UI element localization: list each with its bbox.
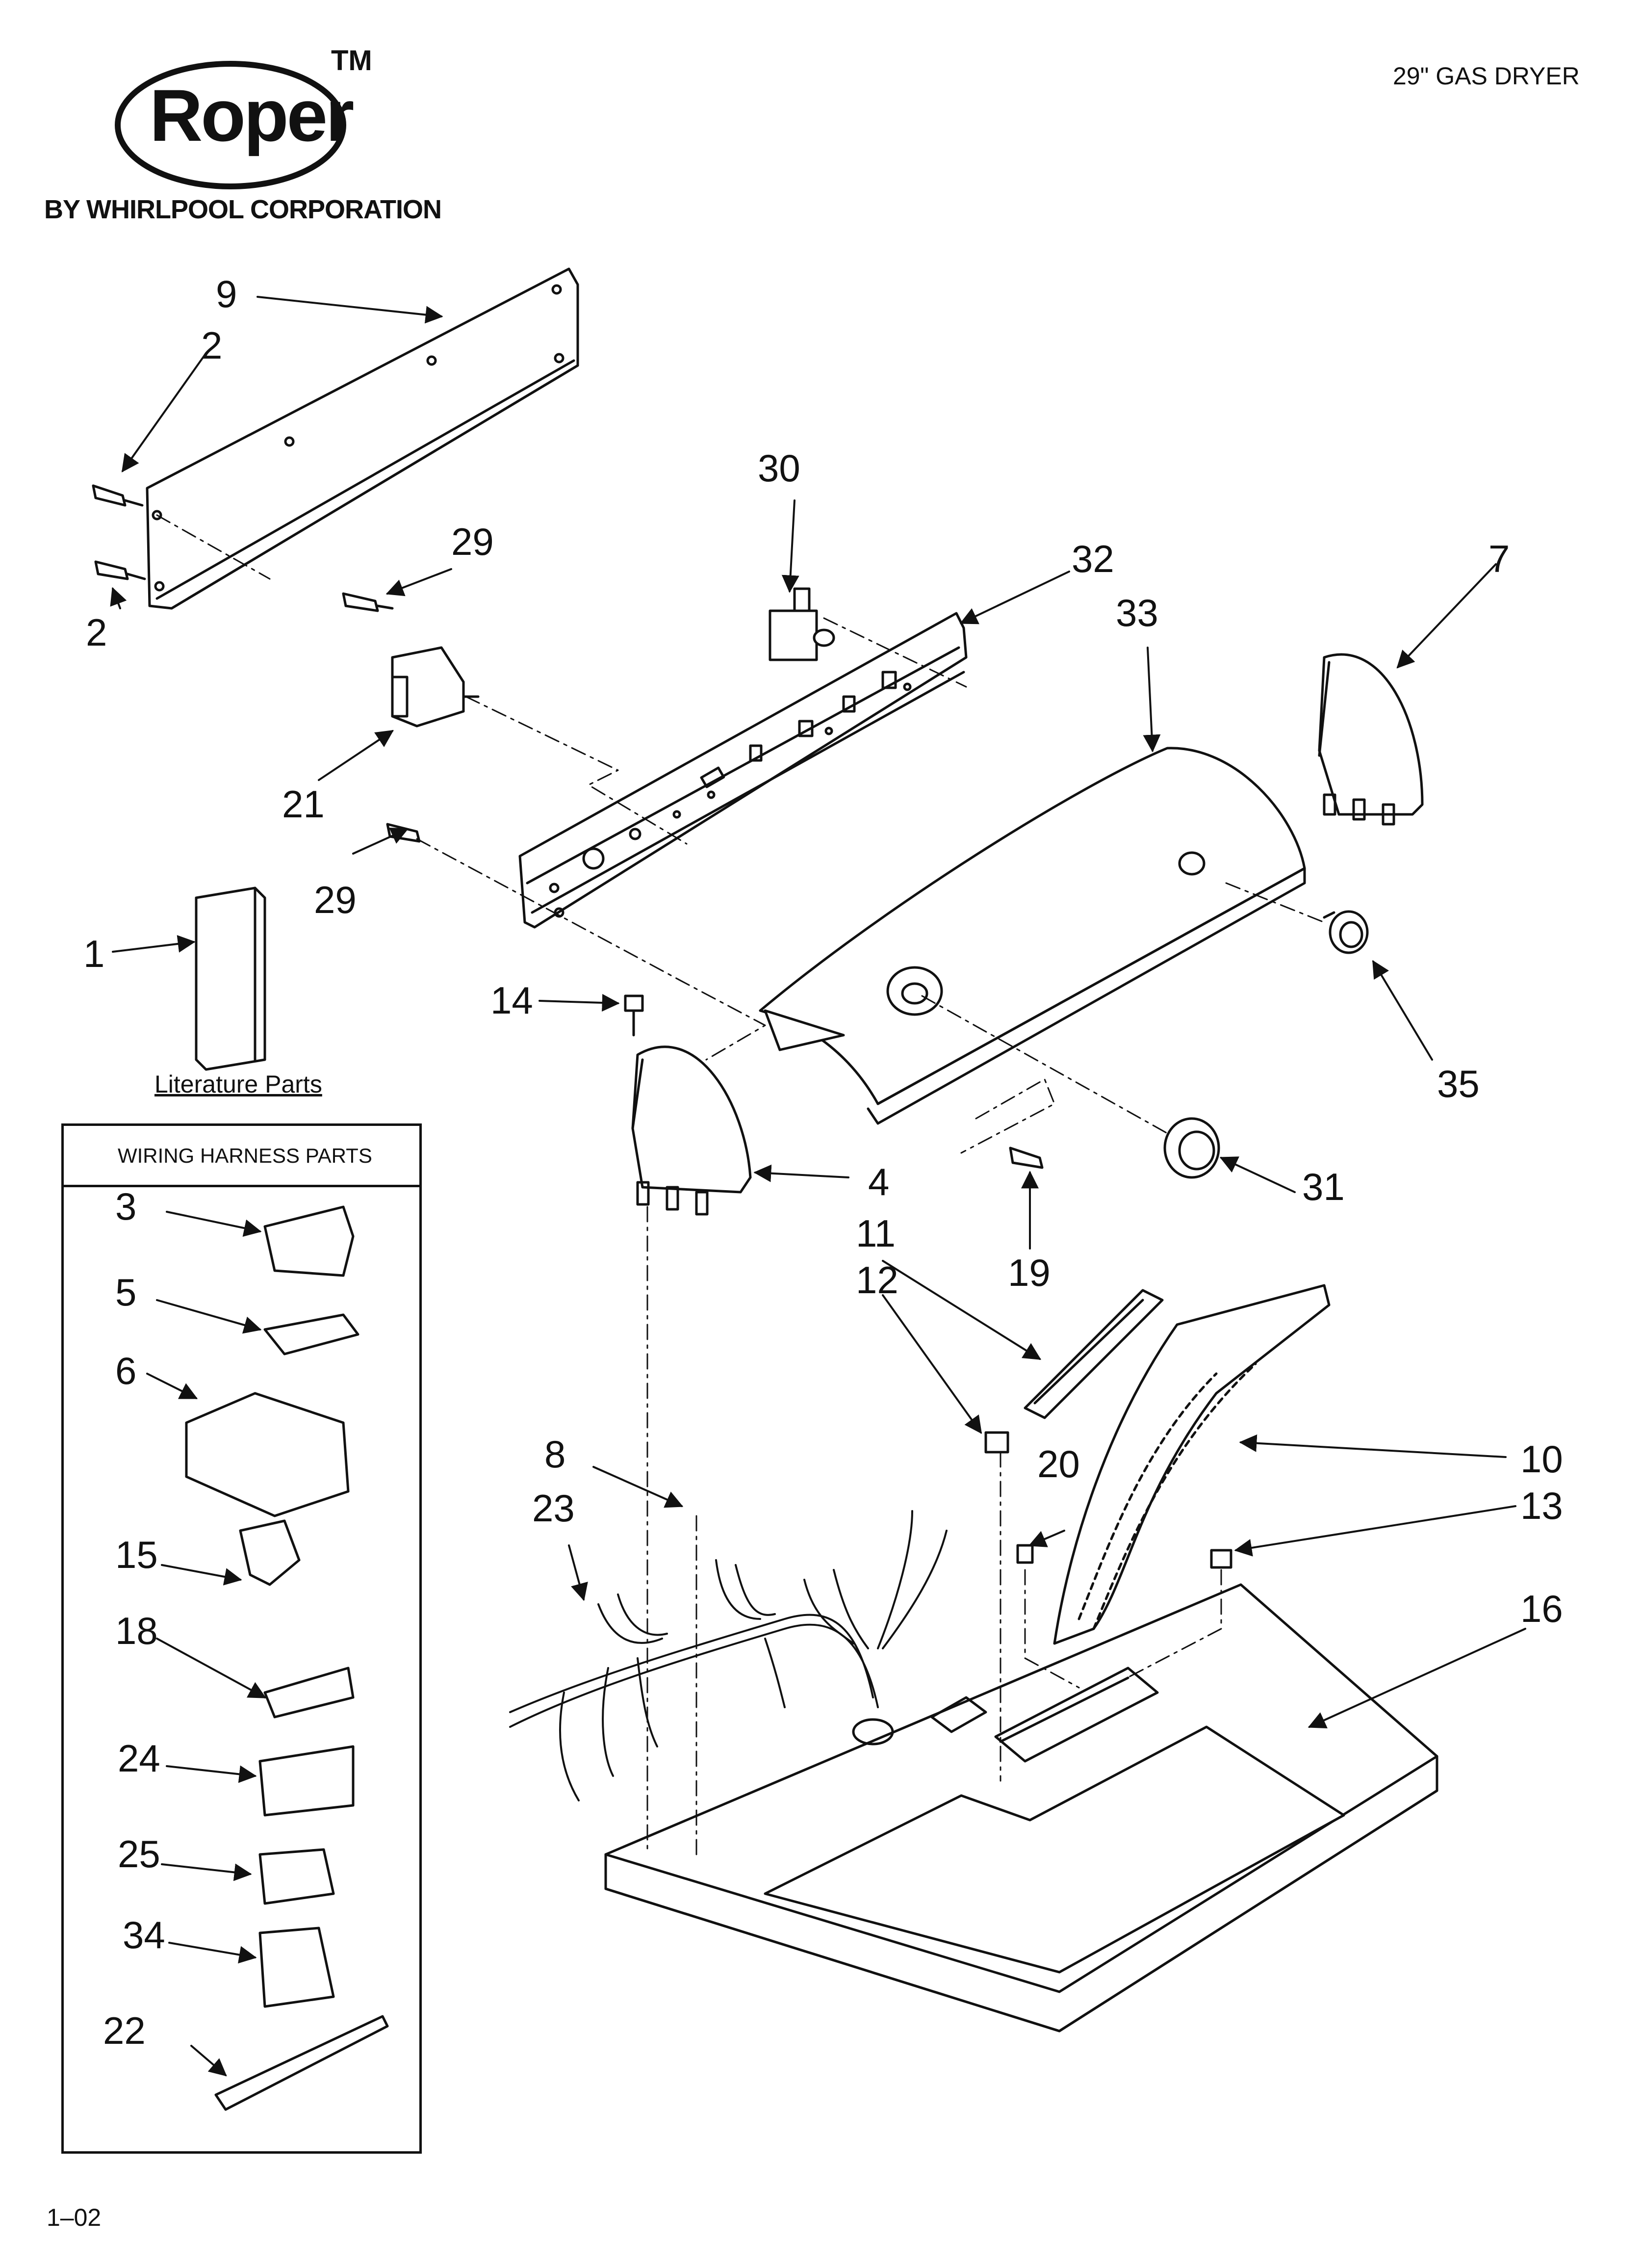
- wiring-harness-box-header: [61, 1123, 422, 1187]
- callout-29: 29: [451, 520, 494, 563]
- wiring-harness-title: WIRING HARNESS PARTS: [118, 1144, 372, 1167]
- part-33-console: [759, 747, 1306, 1125]
- callout-2: 2: [201, 324, 223, 367]
- part-32-panel-frame: [518, 612, 968, 929]
- callout-16: 16: [1520, 1587, 1563, 1630]
- callout-19: 19: [1008, 1251, 1051, 1294]
- model-title: 29" GAS DRYER: [1393, 62, 1580, 90]
- callout-24: 24: [118, 1737, 160, 1780]
- callout-11: 11: [856, 1212, 896, 1255]
- harness-parts-drawings: [185, 1205, 389, 2111]
- literature-parts-label: Literature Parts: [154, 1070, 322, 1098]
- callout-12: 12: [856, 1258, 898, 1302]
- callout-13: 13: [1520, 1484, 1563, 1527]
- part-21-timer: [391, 646, 480, 728]
- callout-29: 29: [314, 878, 357, 921]
- part-30-switch: [769, 587, 835, 661]
- callout-15: 15: [115, 1533, 158, 1576]
- callout-14: 14: [490, 979, 533, 1022]
- part-1-literature: [195, 886, 266, 1071]
- callout-35: 35: [1437, 1062, 1480, 1105]
- part-16-top-panel: [604, 1583, 1438, 2033]
- part-12-clip: [984, 1431, 1009, 1454]
- part-23-wire-harness: [509, 1510, 948, 1801]
- brand-byline: BY WHIRLPOOL CORPORATION: [44, 195, 442, 224]
- callout-22: 22: [103, 2009, 146, 2052]
- callout-33: 33: [1116, 591, 1158, 634]
- part-9-rear-panel: [146, 267, 579, 610]
- callout-18: 18: [115, 1609, 158, 1652]
- part-31-knob: [1163, 1117, 1220, 1179]
- callout-31: 31: [1302, 1165, 1345, 1208]
- assembly-lines: [156, 514, 1325, 1855]
- callout-6: 6: [115, 1349, 137, 1392]
- roper-logo: [115, 61, 346, 189]
- callout-25: 25: [118, 1832, 160, 1876]
- callout-5: 5: [115, 1271, 137, 1314]
- callout-9: 9: [216, 272, 237, 315]
- callout-23: 23: [532, 1486, 575, 1530]
- callout-4: 4: [868, 1160, 890, 1203]
- leader-arrows: [110, 296, 1526, 2077]
- callout-21: 21: [282, 782, 325, 826]
- part-7-end-cap: [1318, 653, 1424, 826]
- brand-name: Roper: [150, 74, 354, 156]
- callout-32: 32: [1072, 537, 1114, 580]
- callout-3: 3: [115, 1185, 137, 1228]
- callout-1: 1: [83, 932, 105, 975]
- callout-8: 8: [544, 1433, 566, 1476]
- callout-2: 2: [86, 611, 107, 654]
- revision-code: 1–02: [47, 2204, 102, 2231]
- callout-34: 34: [123, 1913, 165, 1956]
- part-11-lint-screen: [1024, 1289, 1164, 1419]
- trademark-mark: TM: [331, 45, 372, 77]
- callout-30: 30: [758, 446, 800, 490]
- part-10-exhaust-duct: [1053, 1284, 1331, 1645]
- callout-7: 7: [1488, 537, 1510, 580]
- part-4-end-cap: [631, 1045, 752, 1216]
- part-35-knob: [1323, 910, 1369, 954]
- callout-10: 10: [1520, 1437, 1563, 1481]
- callout-20: 20: [1037, 1442, 1080, 1486]
